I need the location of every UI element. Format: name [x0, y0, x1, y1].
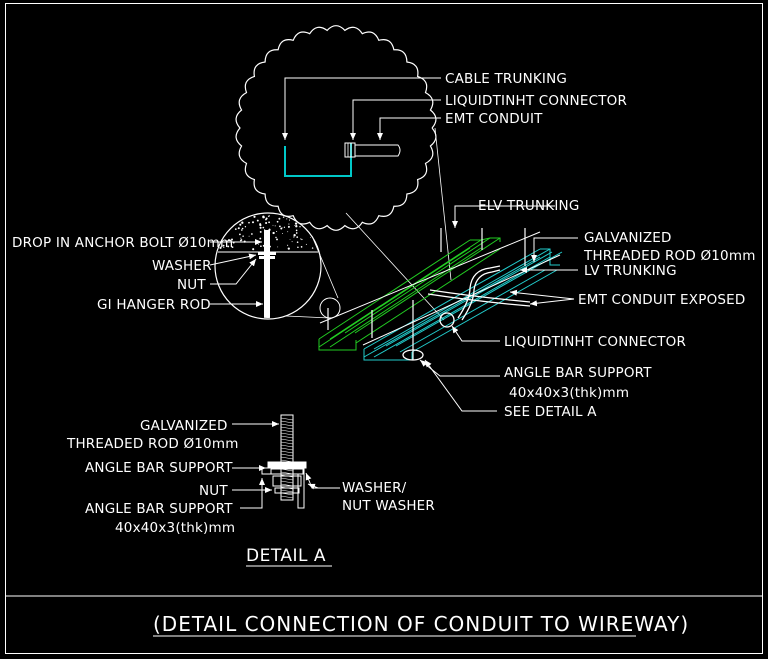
detail-a-threaded-rod: THREADED ROD Ø10mm — [66, 436, 239, 452]
label-elv-trunking: ELV TRUNKING — [478, 198, 580, 214]
detail-a-nut-washer: NUT WASHER — [342, 498, 435, 514]
label-emt-conduit-exposed: EMT CONDUIT EXPOSED — [578, 292, 746, 308]
label-drop-in-anchor: DROP IN ANCHOR BOLT Ø10mm — [12, 235, 233, 251]
label-cable-trunking: CABLE TRUNKING — [445, 71, 567, 87]
detail-a-galvanized: GALVANIZED — [140, 418, 228, 434]
label-lv-trunking: LV TRUNKING — [584, 263, 677, 279]
label-emt-conduit: EMT CONDUIT — [445, 111, 543, 127]
detail-a-title: DETAIL A — [246, 546, 326, 566]
label-angle-bar-support: ANGLE BAR SUPPORT — [504, 365, 652, 381]
label-galvanized: GALVANIZED — [584, 230, 672, 246]
label-see-detail-a: SEE DETAIL A — [504, 404, 597, 420]
detail-a-drawing — [232, 414, 340, 567]
connector-shape — [344, 142, 356, 158]
emt-conduit-exposed-shape — [402, 265, 531, 361]
label-nut: NUT — [177, 277, 206, 293]
drawing-title: (DETAIL CONNECTION OF CONDUIT TO WIREWAY… — [153, 612, 689, 636]
drawing-frame — [5, 3, 763, 654]
threaded-rods — [327, 228, 526, 360]
cable-trunking-shape — [284, 143, 352, 177]
label-angle-bar-size: 40x40x3(thk)mm — [509, 385, 629, 401]
label-threaded-rod: THREADED ROD Ø10mm — [583, 248, 756, 264]
detail-a-nut: NUT — [199, 483, 228, 499]
detail-a-angle-bar-size: 40x40x3(thk)mm — [115, 520, 235, 536]
label-liquidtinht-connector: LIQUIDTINHT CONNECTOR — [504, 334, 686, 350]
elv-trunking-shape — [318, 237, 501, 351]
emt-conduit-shape — [355, 144, 401, 157]
detail-a-angle-bar: ANGLE BAR SUPPORT — [85, 501, 233, 517]
hanger-rod-shape — [264, 230, 270, 318]
label-liquidtinht-connector-top: LIQUIDTINHT CONNECTOR — [445, 93, 627, 109]
detail-a-angle-bar-top: ANGLE BAR SUPPORT — [85, 460, 233, 476]
label-washer: WASHER — [152, 258, 212, 274]
detail-a-washer: WASHER/ — [342, 480, 407, 496]
label-gi-hanger-rod: GI HANGER ROD — [97, 297, 211, 313]
